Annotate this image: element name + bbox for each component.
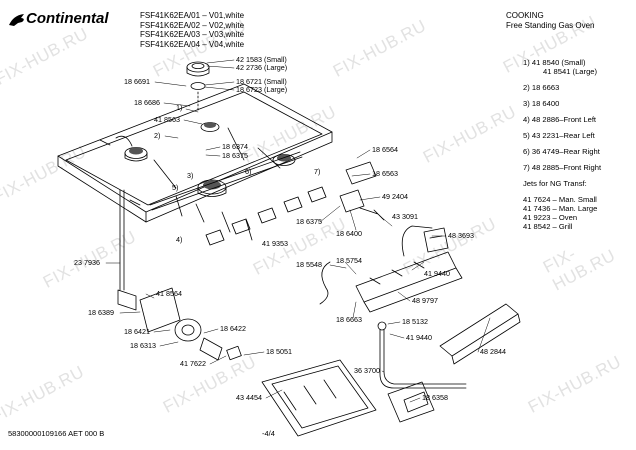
callout-label: 7) bbox=[314, 167, 321, 176]
brand-name: Continental bbox=[26, 10, 109, 27]
callout-label: 18 6358 bbox=[422, 393, 448, 402]
continental-horse-icon bbox=[9, 14, 24, 26]
callout-label: 18 6721 (Small) bbox=[236, 77, 287, 86]
model-line: FSF41K62EA/04 – V04,white bbox=[140, 39, 245, 49]
model-list: FSF41K62EA/01 – V01,white FSF41K62EA/02 … bbox=[140, 11, 244, 49]
callout-label: 18 6564 bbox=[372, 145, 398, 154]
callout-label: 42 1583 (Small) bbox=[236, 55, 287, 64]
model-line: FSF41K62EA/03 – V03,white bbox=[140, 30, 245, 40]
category-block: COOKING Free Standing Gas Oven bbox=[506, 11, 595, 30]
callout-label: 41 8564 bbox=[156, 289, 182, 298]
legend-item: 1) 41 8540 (Small) bbox=[523, 58, 586, 67]
callout-label: 18 6375 bbox=[222, 151, 248, 160]
callout-label: 18 6422 bbox=[220, 324, 246, 333]
callout-label: 36 3700 bbox=[354, 366, 380, 375]
callout-label: 18 5132 bbox=[402, 317, 428, 326]
callout-label: 18 5754 bbox=[336, 256, 362, 265]
callout-label: 18 6663 bbox=[336, 315, 362, 324]
callout-label: 18 6400 bbox=[336, 229, 362, 238]
callout-label: 42 2736 (Large) bbox=[236, 63, 288, 72]
legend-item: 5) 43 2231–Rear Left bbox=[523, 131, 595, 140]
callout-label: 43 4454 bbox=[236, 393, 262, 402]
callout-label: 18 6374 bbox=[222, 142, 248, 151]
callout-label: 18 5051 bbox=[266, 347, 292, 356]
jet-item: 41 9223 – Oven bbox=[523, 213, 578, 222]
gas-manifold bbox=[115, 127, 303, 241]
legend-item: 7) 48 2885–Front Right bbox=[523, 163, 602, 172]
callout-label: 18 6691 bbox=[124, 77, 150, 86]
oven-burner-tray bbox=[261, 359, 377, 437]
burner-rear-right bbox=[200, 122, 220, 132]
model-line: FSF41K62EA/01 – V01,white bbox=[140, 11, 245, 20]
support-rod bbox=[117, 189, 137, 311]
callout-label: 41 9353 bbox=[262, 239, 288, 248]
model-line: FSF41K62EA/02 – V02,white bbox=[140, 20, 245, 30]
callout-label: 18 6313 bbox=[130, 341, 156, 350]
callout-label: 4) bbox=[176, 235, 183, 244]
oven-gas-pipe bbox=[377, 321, 467, 389]
callout-label: 18 6563 bbox=[372, 169, 398, 178]
burner-rear-left bbox=[124, 147, 148, 162]
callout-label: 48 9797 bbox=[412, 296, 438, 305]
grill-burner bbox=[355, 251, 463, 313]
callout-label: 48 3693 bbox=[448, 231, 474, 240]
burner-cap-exploded bbox=[186, 61, 210, 111]
callout-label: 18 6375 bbox=[296, 217, 322, 226]
bracket bbox=[423, 227, 449, 253]
callout-label: 41 7622 bbox=[180, 359, 206, 368]
subcategory: Free Standing Gas Oven bbox=[506, 20, 595, 30]
legend-item: 6) 36 4749–Rear Right bbox=[523, 147, 600, 156]
category: COOKING bbox=[506, 11, 544, 20]
callout-label: 2) bbox=[154, 131, 161, 140]
callout-label: 18 6686 bbox=[134, 98, 160, 107]
jet-item: 41 7436 – Man. Large bbox=[523, 204, 598, 213]
document-id: 58300000109166 AET 000 B bbox=[8, 429, 105, 438]
callout-label: 41 9440 bbox=[424, 269, 450, 278]
callout-label: 41 8563 bbox=[154, 115, 180, 124]
safety-valve bbox=[339, 161, 385, 221]
callout-label: 18 6723 (Large) bbox=[236, 85, 288, 94]
legend-item: 3) 18 6400 bbox=[523, 99, 560, 108]
callout-label: 49 2404 bbox=[382, 192, 408, 201]
callout-label: 18 6421 bbox=[124, 327, 150, 336]
callout-label: 18 5548 bbox=[296, 260, 322, 269]
parts-legend: 1) 41 8540 (Small) 41 8541 (Large) 2) 18… bbox=[523, 58, 601, 231]
callout-label: 43 3091 bbox=[392, 212, 418, 221]
callout-label: 1) bbox=[176, 103, 183, 112]
hob-frame bbox=[57, 83, 333, 223]
legend-item: 2) 18 6663 bbox=[523, 83, 560, 92]
jet-item: 41 7624 – Man. Small bbox=[523, 195, 597, 204]
callout-label: 18 6389 bbox=[88, 308, 114, 317]
callout-label: 23 7936 bbox=[74, 258, 100, 267]
igniter-wire bbox=[319, 225, 433, 305]
flame-deflector bbox=[439, 303, 521, 365]
callout-label: 41 9440 bbox=[406, 333, 432, 342]
callout-label: 3) bbox=[187, 171, 194, 180]
page-number: -4/4 bbox=[262, 429, 275, 438]
callout-label: 48 2844 bbox=[480, 347, 506, 356]
jet-item: 41 8542 – Grill bbox=[523, 222, 573, 231]
leader-lines bbox=[105, 59, 491, 403]
legend-item: 41 8541 (Large) bbox=[543, 67, 598, 76]
legend-item: 4) 48 2886–Front Left bbox=[523, 115, 597, 124]
burner-holder bbox=[387, 381, 435, 423]
callout-label: 5) bbox=[172, 183, 179, 192]
callout-label: 6) bbox=[245, 167, 252, 176]
jets-title: Jets for NG Transf: bbox=[523, 179, 587, 188]
gas-taps bbox=[205, 186, 327, 246]
